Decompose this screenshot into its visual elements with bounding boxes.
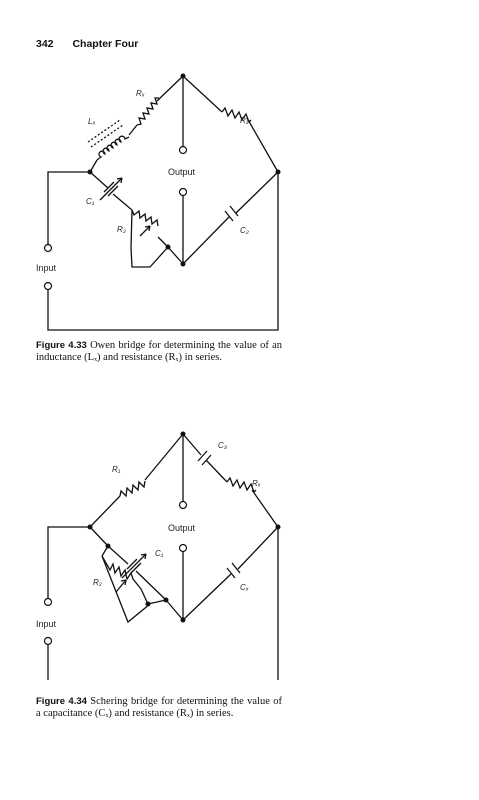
resistor-rx [136, 97, 159, 126]
resistor-r1 [119, 480, 146, 498]
owen-bridge-diagram: Rₓ Lₓ R₁ Output C₁ R₂ C₂ Input [36, 73, 281, 331]
variable-capacitor-c1 [99, 177, 123, 201]
label-c3: C₃ [218, 441, 227, 450]
page-number: 342 [36, 38, 54, 50]
schering-bridge-diagram: R₁ C₃ Rₓ Output C₁ R₂ Cₓ Input [36, 431, 281, 680]
figure-4-34-label: Figure 4.34 [36, 696, 87, 707]
label-r2: R₂ [117, 225, 126, 234]
resistor-r2 [131, 209, 159, 227]
chapter-title: Chapter Four [72, 38, 139, 50]
label-input: Input [36, 619, 57, 629]
label-output: Output [168, 167, 196, 177]
label-cx: Cₓ [240, 583, 249, 592]
page-header: 342 Chapter Four [36, 38, 138, 50]
resistor-r2 [101, 555, 142, 590]
resistor-rx [226, 476, 257, 494]
figure-4-34-caption: Figure 4.34 Schering bridge for determin… [36, 696, 282, 719]
label-r2: R₂ [93, 578, 102, 587]
label-rx: Rₓ [136, 89, 145, 98]
capacitor-cx [226, 562, 241, 579]
capacitor-c2 [224, 205, 239, 222]
label-output: Output [168, 523, 196, 533]
figure-4-34-text: Schering bridge for determining the valu… [36, 696, 282, 719]
label-r1: R₁ [112, 465, 121, 474]
figure-4-33-text: Owen bridge for determining the value of… [36, 340, 282, 363]
label-c1: C₁ [155, 549, 164, 558]
figure-4-33-caption: Figure 4.33 Owen bridge for determining … [36, 340, 282, 363]
label-rx: Rₓ [252, 479, 261, 488]
label-r1: R₁ [240, 116, 249, 125]
figure-4-33-label: Figure 4.33 [36, 340, 87, 351]
label-c1: C₁ [86, 197, 95, 206]
label-c2: C₂ [240, 226, 249, 235]
label-lx: Lₓ [88, 117, 96, 126]
inductor-lx [87, 119, 130, 161]
label-input: Input [36, 263, 57, 273]
